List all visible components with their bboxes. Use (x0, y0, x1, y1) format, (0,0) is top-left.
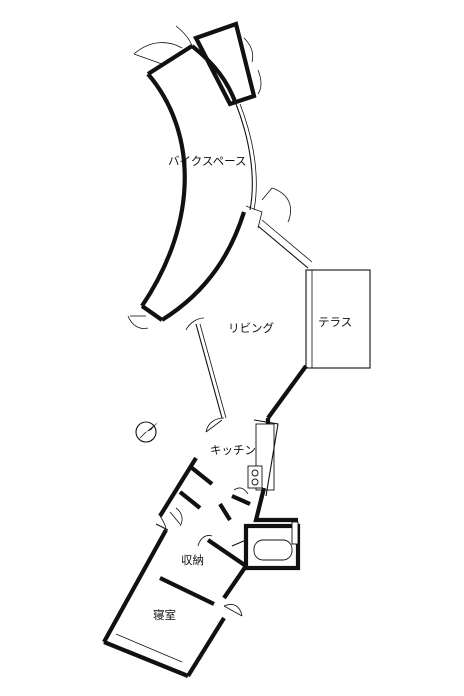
living-walls (195, 219, 313, 420)
room-label-bedroom: 寝室 (153, 608, 176, 622)
compass-north-icon (135, 421, 158, 443)
room-label-terrace: テラス (318, 315, 353, 329)
room-label-living: リビング (228, 321, 274, 335)
room-label-bike-space: バイクスペース (168, 154, 247, 168)
lower-wing-doors (159, 487, 249, 617)
kitchen-walls (205, 417, 298, 523)
lower-wing-walls (102, 456, 251, 678)
room-label-storage: 収納 (181, 553, 204, 567)
terrace-outline (305, 269, 371, 369)
bath-area (231, 521, 301, 571)
bike-space-walls (140, 21, 257, 322)
bathtub-fixture (253, 539, 293, 561)
bike-space-doors (127, 25, 291, 331)
room-label-kitchen: キッチン (210, 443, 256, 457)
stove-fixture (247, 465, 263, 489)
